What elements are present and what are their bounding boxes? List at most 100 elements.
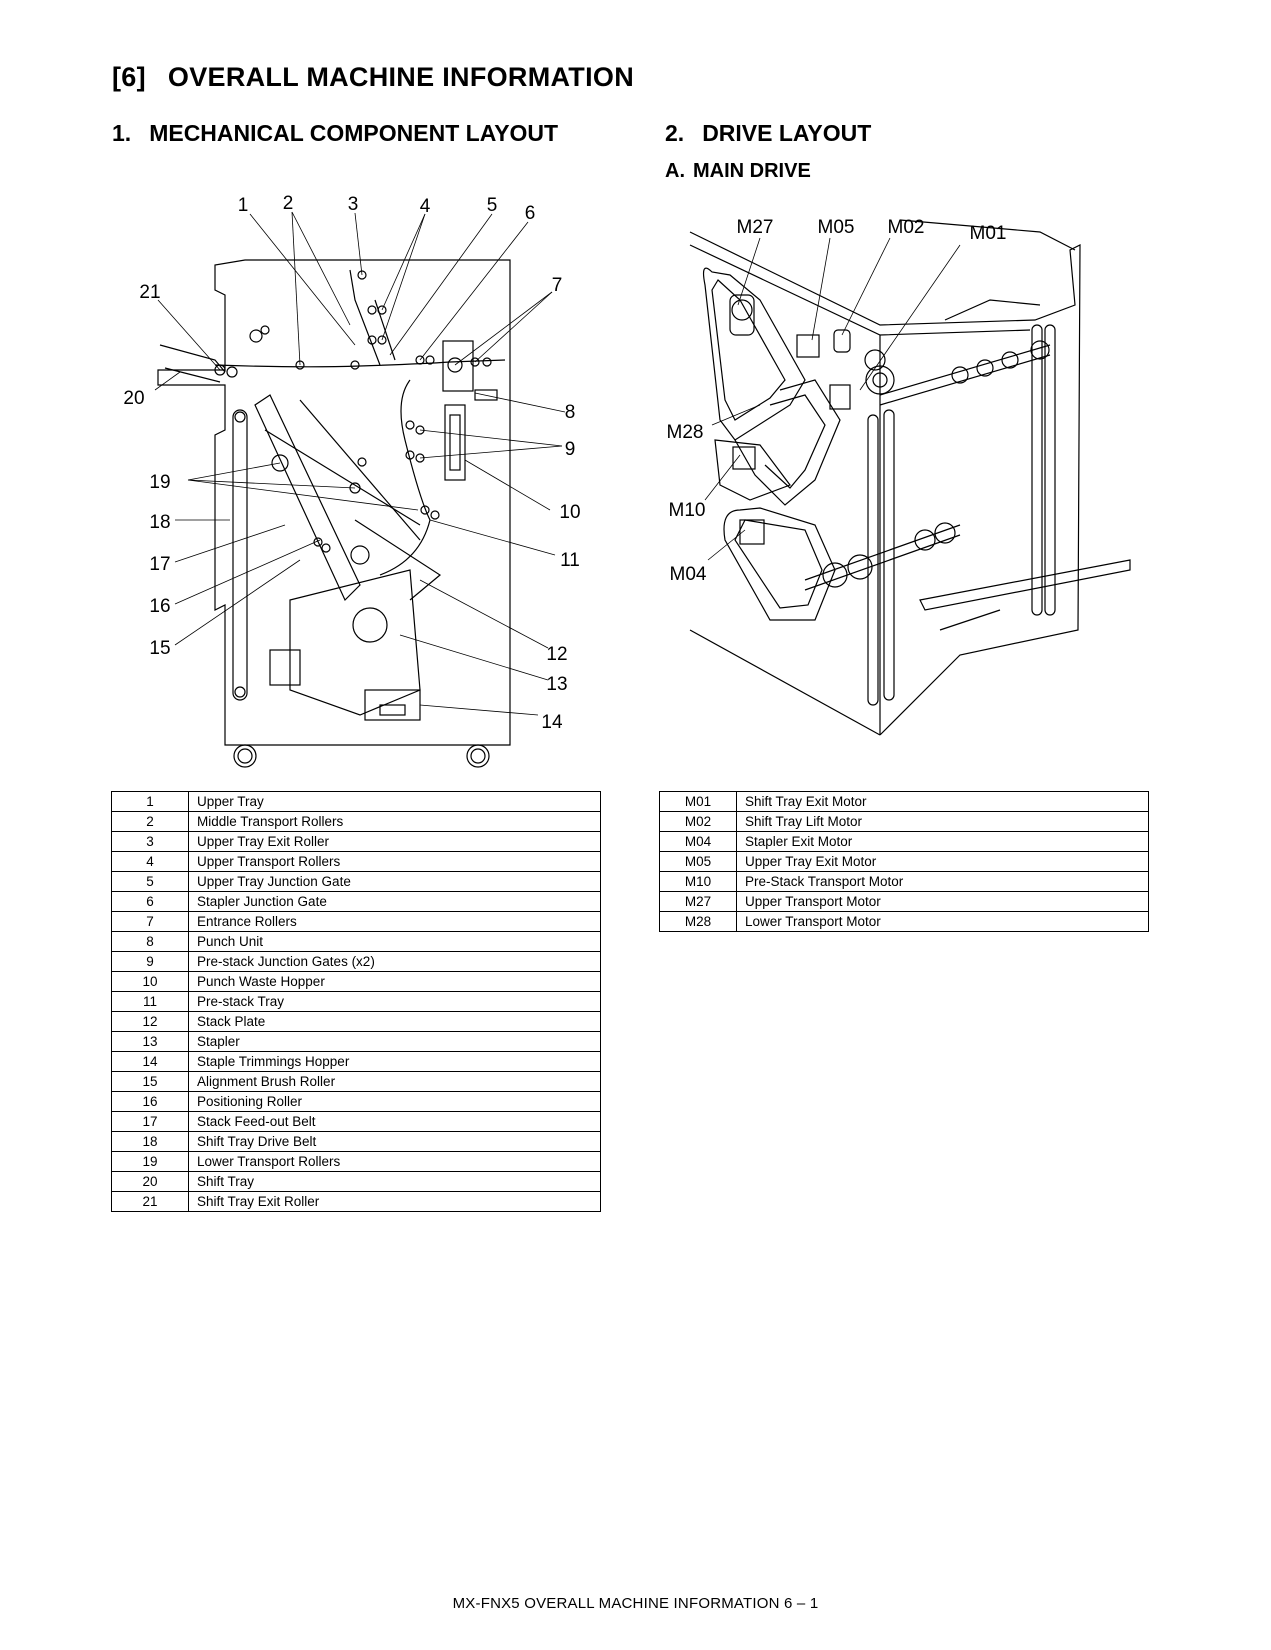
row-name: Shift Tray Lift Motor (736, 811, 1149, 832)
row-number: 1 (111, 791, 189, 812)
row-number: 12 (111, 1011, 189, 1032)
row-number: 9 (111, 951, 189, 972)
callout-8: 8 (565, 402, 576, 423)
callout-2: 2 (283, 193, 294, 214)
row-name: Upper Transport Motor (736, 891, 1149, 912)
motor-callout-m01: M01 (970, 223, 1007, 244)
row-name: Upper Tray Junction Gate (188, 871, 601, 892)
row-number: 6 (111, 891, 189, 912)
callout-7: 7 (552, 275, 563, 296)
row-number: 18 (111, 1131, 189, 1152)
row-name: Upper Tray Exit Roller (188, 831, 601, 852)
row-number: M02 (659, 811, 737, 832)
row-number: M10 (659, 871, 737, 892)
callout-4: 4 (420, 196, 431, 217)
row-name: Shift Tray (188, 1171, 601, 1192)
row-number: M28 (659, 911, 737, 932)
row-number: 19 (111, 1151, 189, 1172)
motor-callout-m04: M04 (670, 564, 707, 585)
row-name: Middle Transport Rollers (188, 811, 601, 832)
section-1-title: MECHANICAL COMPONENT LAYOUT (149, 120, 559, 146)
row-name: Shift Tray Exit Roller (188, 1191, 601, 1212)
row-number: 7 (111, 911, 189, 932)
belt-m04 (723, 507, 836, 621)
callout-19: 19 (149, 472, 170, 493)
callout-13: 13 (546, 674, 567, 695)
motor-callout-m10: M10 (669, 500, 706, 521)
drive-shift-tray (919, 559, 1131, 611)
row-number: M01 (659, 791, 737, 812)
roller-group (214, 270, 492, 565)
motor-callout-m27: M27 (737, 217, 774, 238)
row-number: 3 (111, 831, 189, 852)
row-name: Stapler Junction Gate (188, 891, 601, 912)
row-number: 20 (111, 1171, 189, 1192)
section-1-heading: 1. MECHANICAL COMPONENT LAYOUT (112, 120, 558, 147)
callout-6: 6 (525, 203, 536, 224)
callout-11: 11 (560, 550, 580, 571)
row-name: Stapler Exit Motor (736, 831, 1149, 852)
row-name: Shift Tray Exit Motor (736, 791, 1149, 812)
row-number: 13 (111, 1031, 189, 1052)
callout-20: 20 (123, 388, 144, 409)
section-2-title: DRIVE LAYOUT (702, 120, 872, 146)
callout-17: 17 (149, 554, 170, 575)
subsection-a-title: MAIN DRIVE (693, 160, 811, 182)
page-footer: MX-FNX5 OVERALL MACHINE INFORMATION 6 – … (452, 1595, 819, 1612)
section-2-heading: 2.DRIVE LAYOUT (665, 120, 871, 147)
motor-callout-m02: M02 (888, 217, 925, 238)
row-name: Lower Transport Motor (736, 911, 1149, 932)
row-name: Upper Transport Rollers (188, 851, 601, 872)
motor-callout-m05: M05 (818, 217, 855, 238)
row-name: Punch Unit (188, 931, 601, 952)
belt-m27 (702, 267, 806, 441)
callout-16: 16 (149, 596, 170, 617)
row-number: 2 (111, 811, 189, 832)
row-number: 4 (111, 851, 189, 872)
chapter-title: OVERALL MACHINE INFORMATION (167, 62, 634, 92)
row-number: 14 (111, 1051, 189, 1072)
row-number: M27 (659, 891, 737, 912)
row-name: Staple Trimmings Hopper (188, 1051, 601, 1072)
row-number: 10 (111, 971, 189, 992)
motor-callout-m28: M28 (667, 422, 704, 443)
row-number: M04 (659, 831, 737, 852)
row-number: 16 (111, 1091, 189, 1112)
section-1-number: 1. (112, 120, 132, 146)
subsection-a-heading: A. MAIN DRIVE (665, 160, 811, 183)
row-name: Punch Waste Hopper (188, 971, 601, 992)
callout-10: 10 (559, 502, 580, 523)
callout-1: 1 (238, 195, 249, 216)
row-name: Pre-stack Junction Gates (x2) (188, 951, 601, 972)
callout-14: 14 (541, 712, 563, 733)
wheel-left (233, 744, 257, 768)
row-number: M05 (659, 851, 737, 872)
subsection-a-number: A. (665, 160, 685, 182)
chapter-number: [6] (112, 62, 146, 92)
row-number: 15 (111, 1071, 189, 1092)
row-name: Upper Tray (188, 791, 601, 812)
leader-lines (154, 211, 566, 716)
